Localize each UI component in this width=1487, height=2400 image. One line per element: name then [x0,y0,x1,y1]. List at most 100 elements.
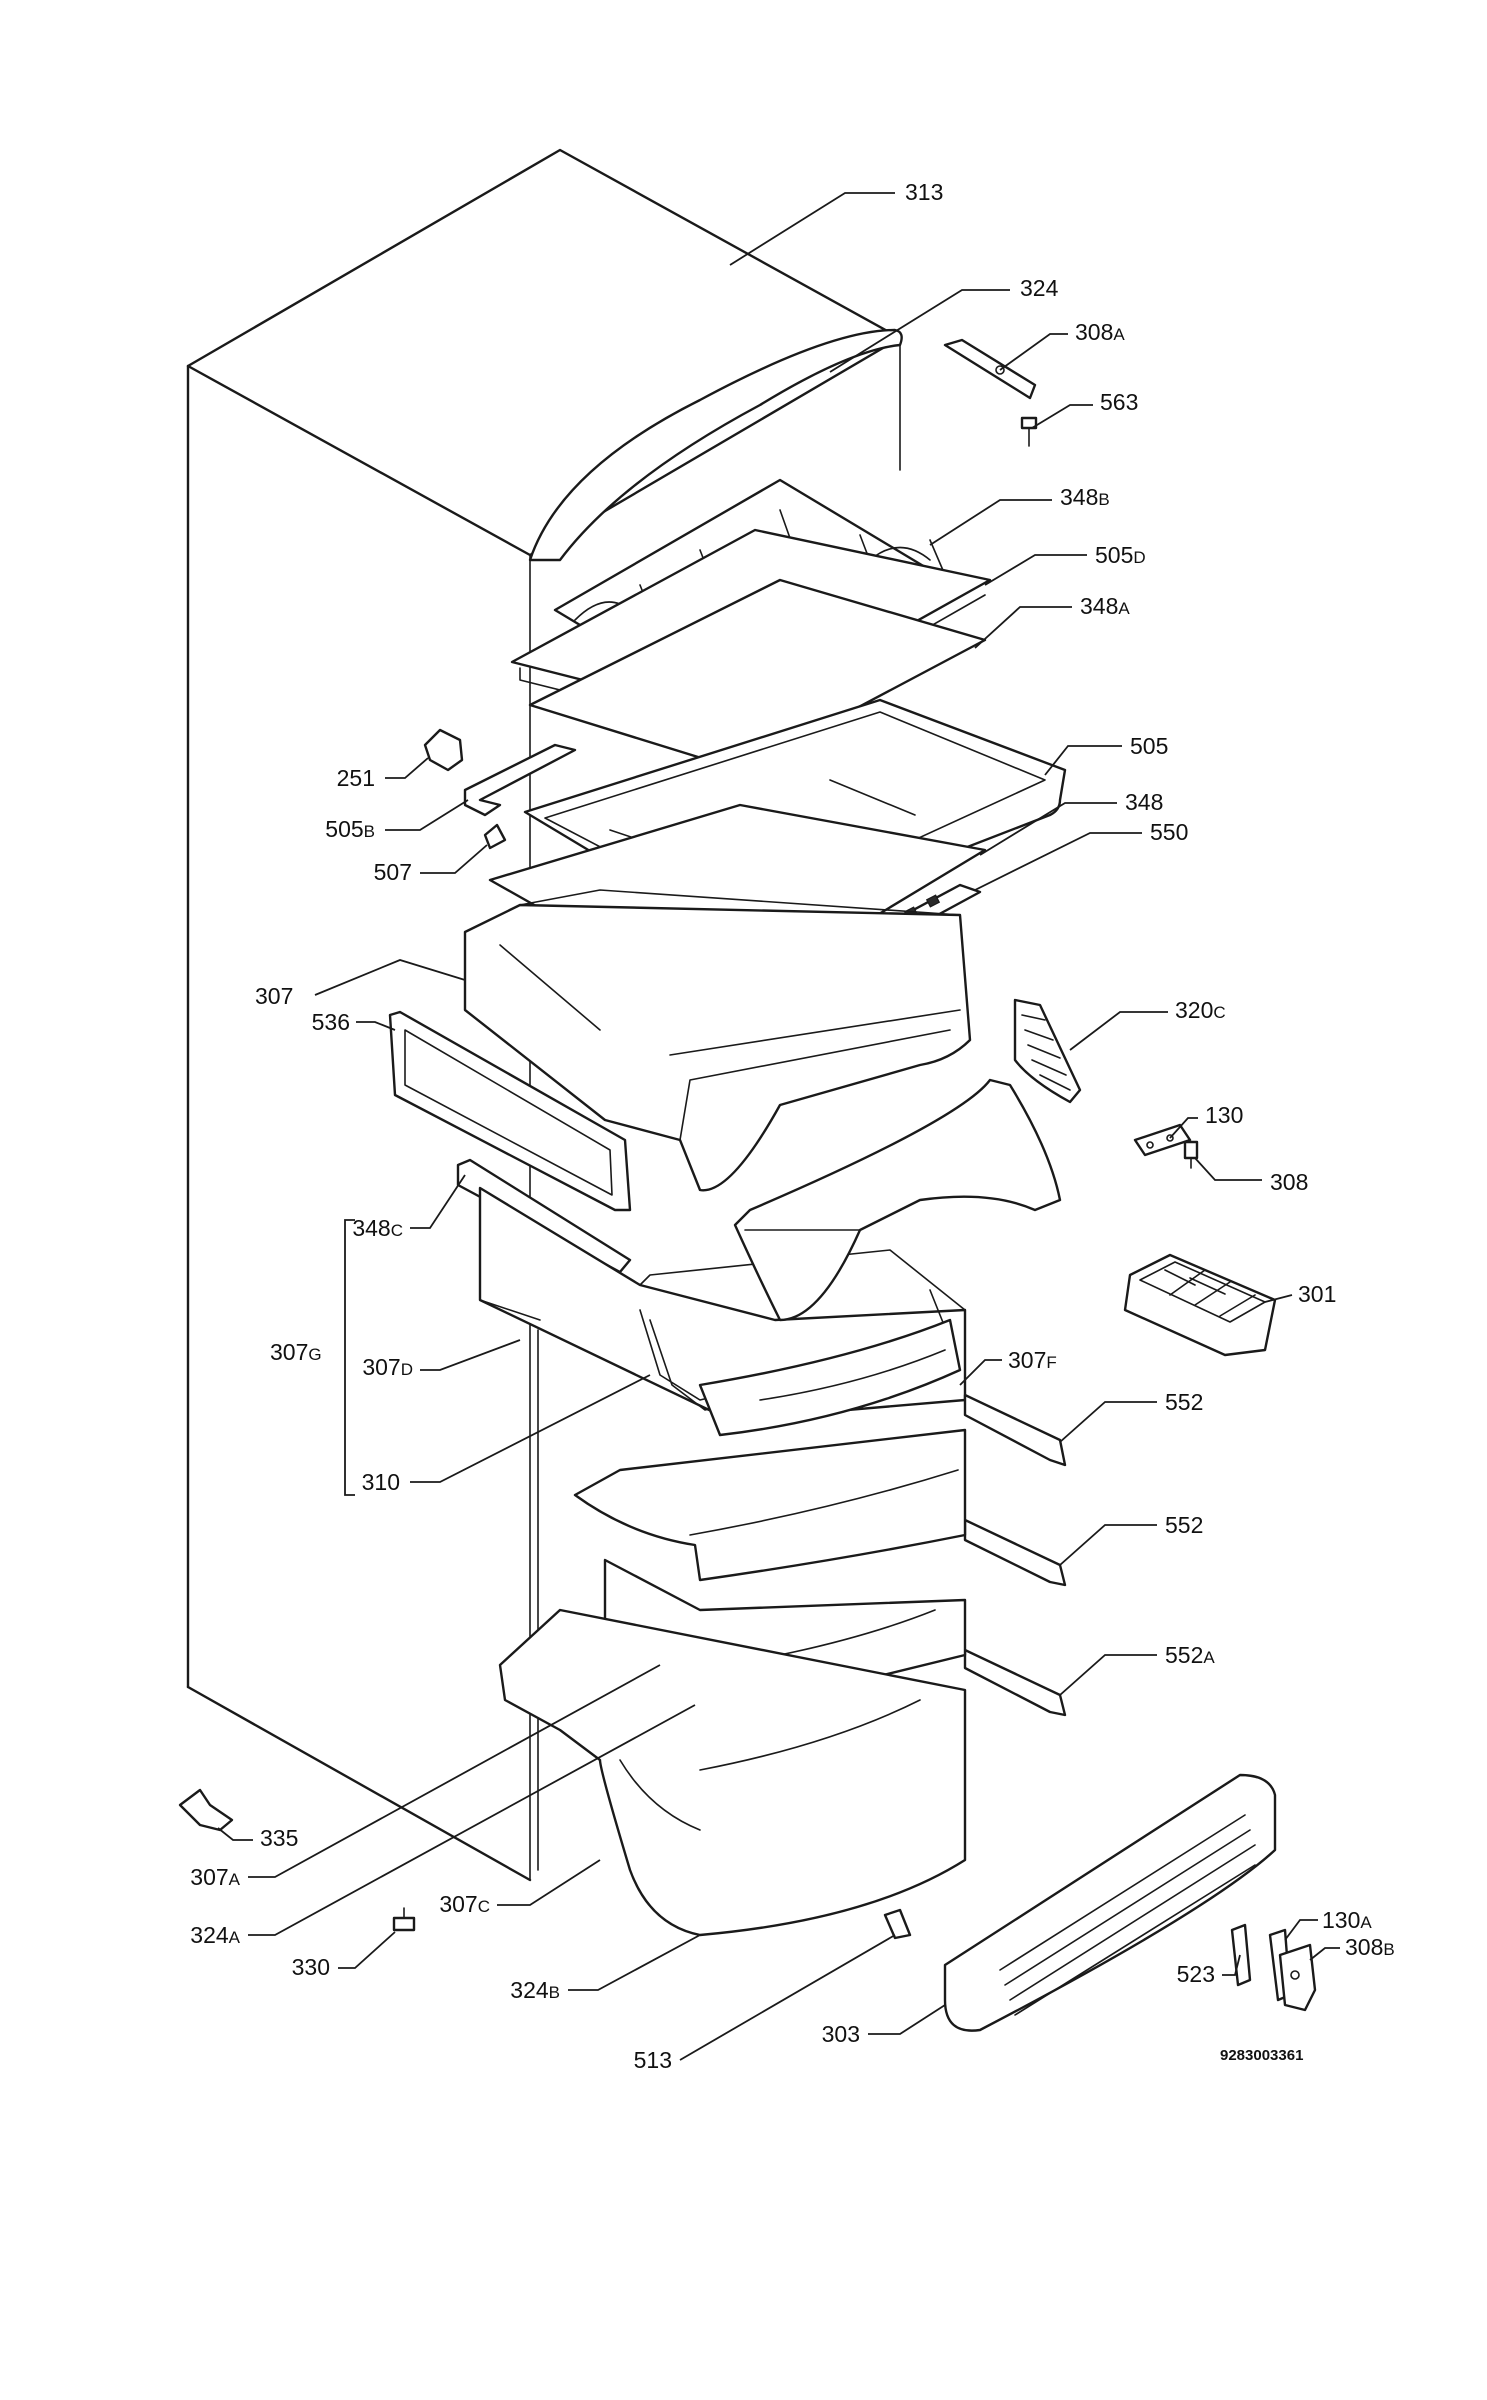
leader-line-348b [929,499,1052,546]
callout-suffix: A [1203,1648,1215,1667]
leader-line-513 [679,1934,896,2061]
leader-line-505 [1044,745,1122,776]
callout-513: 513 [634,2047,672,2073]
callout-348c: 348C [352,1215,403,1241]
leader-line-550 [974,832,1142,891]
vent-grille-320c [1013,998,1082,1104]
callout-suffix: B [549,1983,560,2002]
callout-suffix: A [1360,1913,1372,1932]
leader-line-505d [984,554,1087,586]
hinge-bracket-335 [178,1788,234,1832]
leader-line-324 [829,289,1010,373]
leader-line-330 [338,1931,396,1969]
callout-310: 310 [362,1469,400,1495]
callout-suffix: G [308,1345,321,1364]
leader-line-552a1 [1059,1401,1157,1443]
callout-324: 324 [1020,275,1059,301]
leader-line-348a [974,606,1072,649]
leader-line-251 [385,757,429,779]
shelf-frame-348c [456,1158,632,1274]
document-number: 9283003361 [1220,2047,1303,2064]
rail-505b [463,743,577,817]
leader-line-552a2 [1059,1524,1157,1566]
leader-line-301 [1264,1294,1293,1303]
adjustable-foot-330 [392,1907,416,1932]
callout-507: 507 [374,859,412,885]
callout-suffix: C [391,1221,403,1240]
callout-552a1: 552 [1165,1389,1203,1415]
top-cover-trim [528,328,903,562]
callout-308b: 308B [1345,1934,1395,1960]
bin-307 [463,889,972,1192]
callout-307a: 307A [190,1864,240,1890]
callout-324a: 324A [190,1922,240,1948]
callout-330: 330 [292,1954,330,1980]
callout-suffix: F [1046,1353,1056,1372]
drawer-middle [573,1428,967,1582]
callout-505: 505 [1130,733,1168,759]
kick-plate-303 [943,1773,1277,2032]
leader-line-308b [1309,1947,1340,1961]
leader-line-130a [1284,1919,1318,1941]
leader-line-307a [248,1664,661,1878]
leader-line-307 [314,959,466,996]
callout-307g: 307G [270,1339,322,1365]
ice-tray-301 [1123,1253,1277,1357]
rail-552-upper [963,1393,1067,1467]
callout-suffix: B [1383,1940,1394,1959]
hinge-130 [1133,1123,1192,1157]
callout-505d: 505D [1095,542,1146,568]
callout-552a: 552A [1165,1642,1215,1668]
pin-308 [1183,1140,1199,1169]
callout-130a: 130A [1322,1907,1372,1933]
leader-line-307f [959,1359,1002,1386]
callout-307: 307 [255,983,293,1009]
leader-line-303 [868,2004,946,2035]
callout-552a2: 552 [1165,1512,1203,1538]
leader-line-507 [420,844,488,874]
callout-563: 563 [1100,389,1138,415]
callout-550: 550 [1150,819,1188,845]
callout-303: 303 [822,2021,860,2047]
callout-523: 523 [1177,1961,1215,1987]
leader-line-552a [1059,1654,1157,1696]
callout-130: 130 [1205,1102,1243,1128]
leader-line-523 [1222,1954,1241,1976]
hinge-plate-308a [943,338,1037,400]
rail-552-middle [963,1518,1067,1587]
callout-suffix: C [478,1897,490,1916]
hinge-pin-308b [1278,1943,1317,2012]
callout-suffix: B [364,822,375,841]
callout-308a: 308A [1075,319,1125,345]
callout-suffix: A [229,1928,241,1947]
callout-307c: 307C [439,1891,490,1917]
callout-536: 536 [312,1009,350,1035]
callout-suffix: D [1133,548,1145,567]
leader-line-348c [410,1174,466,1229]
callout-labels: 313324308A563348B505D348A251505505B34855… [190,179,1394,2073]
leader-line-308a [999,333,1068,371]
leader-line-310 [410,1374,651,1483]
callout-313: 313 [905,179,943,205]
callout-348b: 348B [1060,484,1110,510]
callout-301: 301 [1298,1281,1336,1307]
panel-536 [388,1010,632,1212]
leader-line-307d [420,1339,521,1371]
callout-suffix: A [1113,325,1125,344]
callout-308: 308 [1270,1169,1308,1195]
callout-348: 348 [1125,789,1163,815]
clip-251 [423,728,464,772]
rail-552a [963,1648,1067,1717]
callout-suffix: A [1118,599,1130,618]
leader-line-307g [344,1219,355,1496]
leader-line-348 [979,802,1117,856]
callout-348a: 348A [1080,593,1130,619]
drawer-front-upper [698,1318,962,1437]
callout-251: 251 [337,765,375,791]
leader-line-335 [217,1827,253,1841]
hinge-523 [1230,1923,1252,1987]
callout-suffix: B [1098,490,1109,509]
door-bin-307f [733,1078,1062,1322]
leader-line-313 [729,192,895,266]
